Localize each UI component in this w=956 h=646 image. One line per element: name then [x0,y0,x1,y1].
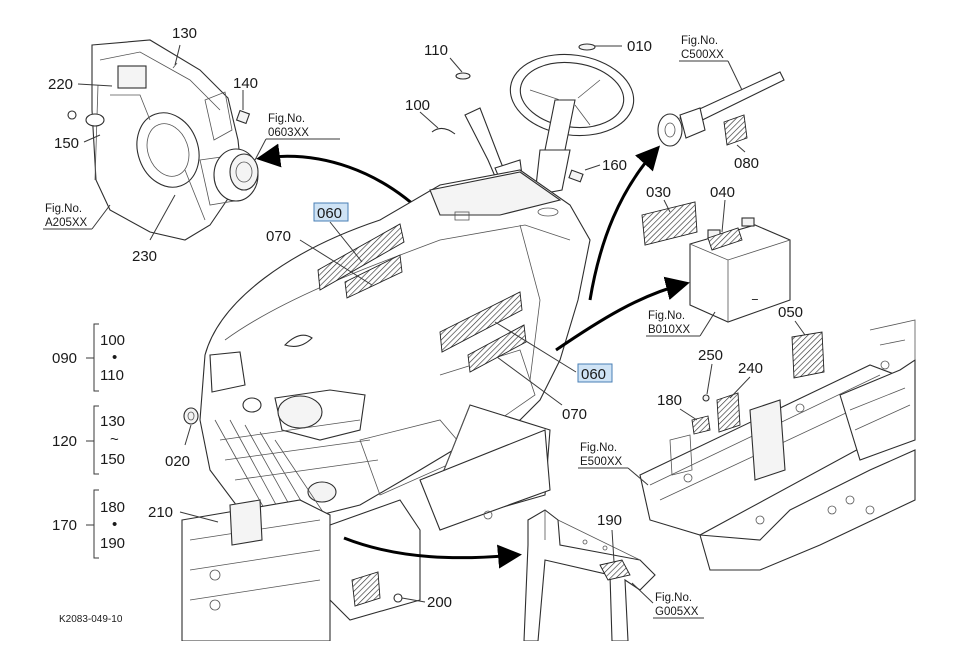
fig-ref-title: Fig.No. [580,442,617,454]
callout-060-side: 060 [581,366,606,383]
callout-180-group: 180 [100,499,125,516]
reference-arrow [555,276,690,352]
decal-190 [599,559,631,581]
callout-070-side: 070 [562,406,587,423]
separator-dot: • [112,349,117,366]
callout-190-group: 190 [100,535,125,552]
separator-dot: • [112,516,117,533]
callout-130-group: 130 [100,413,125,430]
fig-ref-code: B010XX [648,324,691,336]
callout-210: 210 [148,504,173,521]
fig-ref-title: Fig.No. [268,113,305,125]
fig-ref-code: G005XX [655,606,699,618]
drive-shaft [657,71,785,153]
callout-220: 220 [48,76,73,93]
decal-side-upper [439,291,523,353]
decal-side-lower [467,324,527,373]
callout-150-group: 150 [100,451,125,468]
callout-010: 010 [627,38,652,55]
fig-ref-code: E500XX [580,456,623,468]
group-120: 120 130 ~ 150 [52,405,125,475]
callout-070-top: 070 [266,228,291,245]
drawing-number: K2083-049-10 [59,614,123,625]
callout-110-top: 110 [424,42,448,59]
fig-ref-code: A205XX [45,217,88,229]
callout-140: 140 [233,75,258,92]
callout-090: 090 [52,350,77,367]
battery: ــ [689,217,791,323]
callout-200: 200 [427,594,452,611]
highlighted-callout-060-top[interactable] [313,202,349,222]
callout-030: 030 [646,184,671,201]
callout-250: 250 [698,347,723,364]
rear-bracket [523,509,656,642]
fig-ref-title: Fig.No. [681,35,718,47]
svg-text:ــ: ــ [751,292,759,303]
fig-ref-code: 0603XX [268,127,309,139]
group-090: 090 100 • 110 [52,323,125,392]
fig-ref-title: Fig.No. [655,592,692,604]
callout-050: 050 [778,304,803,321]
callout-170: 170 [52,517,77,534]
reference-arrow [588,145,661,301]
highlighted-callout-060-side[interactable] [577,363,613,383]
callout-060-top: 060 [317,205,342,222]
part-250 [702,394,710,402]
callout-190: 190 [597,512,622,529]
callout-150-top: 150 [54,135,79,152]
main-frame [639,319,916,571]
fig-ref-title: Fig.No. [45,203,82,215]
callout-100-top: 100 [405,97,430,114]
callout-080: 080 [734,155,759,172]
decal-050 [791,331,825,379]
decal-hood-upper [317,223,405,291]
callout-160: 160 [602,157,627,174]
callout-020: 020 [165,453,190,470]
callout-110-group: 110 [100,367,124,384]
separator-tilde: ~ [110,431,119,448]
callout-040: 040 [710,184,735,201]
fan-shroud-assembly [67,39,259,241]
callout-230: 230 [132,248,157,265]
callout-100-group: 100 [100,332,125,349]
group-170: 170 180 • 190 [52,489,125,559]
callout-180: 180 [657,392,682,409]
reference-arrow [343,536,522,569]
decal-030 [641,201,698,246]
decal-hood-lower [344,254,403,299]
callout-240: 240 [738,360,763,377]
fig-ref-title: Fig.No. [648,310,685,322]
fig-ref-code: C500XX [681,49,724,61]
callout-120: 120 [52,433,77,450]
decal-240 [716,392,741,433]
front-frame-brackets [181,429,551,642]
steering-assembly [419,43,635,196]
callout-130-top: 130 [172,25,197,42]
part-020 [183,407,199,425]
decal-180 [691,415,711,435]
